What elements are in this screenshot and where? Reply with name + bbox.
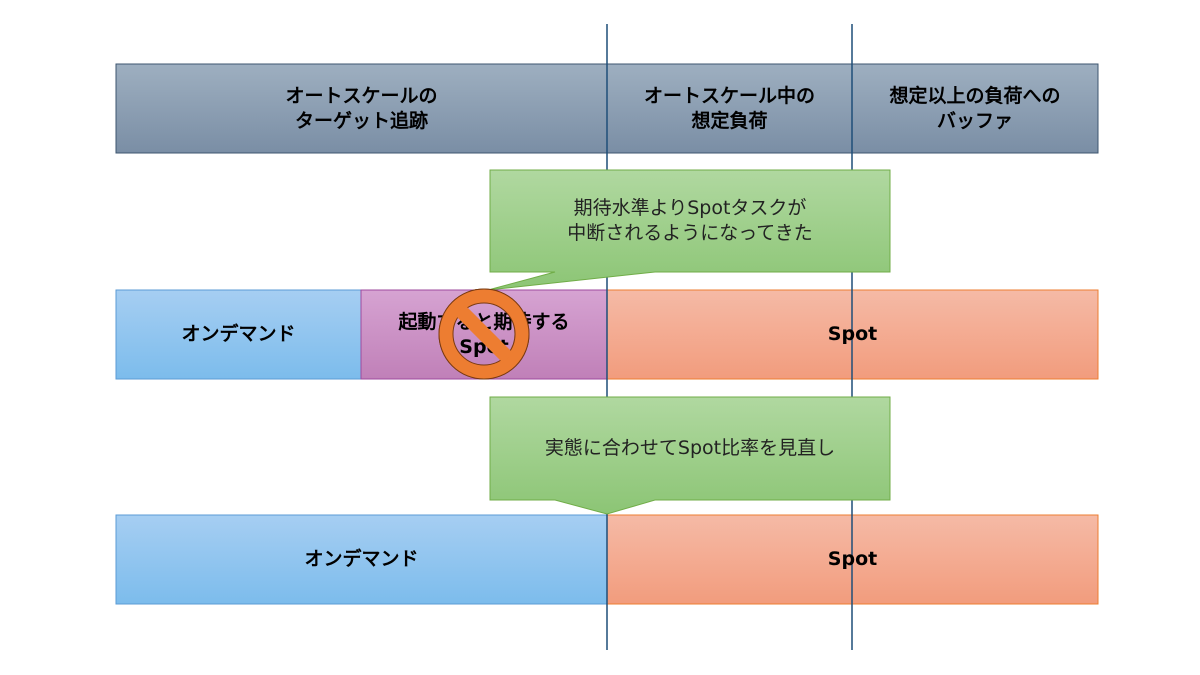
header-segment-1: [115, 63, 608, 154]
row1-on-demand: [115, 289, 362, 380]
callout-1-text: 期待水準よりSpotタスクが 中断されるようになってきた: [567, 197, 813, 244]
row1-expected-spot-label: 起動すると期待する Spot: [398, 310, 570, 358]
row1-spot-label: Spot: [827, 323, 878, 346]
row1-on-demand-label: オンデマンド: [181, 323, 296, 346]
row2-on-demand: [115, 514, 608, 605]
header-label-3: 想定以上の負荷への バッファ: [889, 84, 1061, 132]
callout-1-shape: [487, 169, 891, 291]
row2-on-demand-label: オンデマンド: [304, 548, 419, 571]
header-segment-3: [851, 63, 1099, 154]
header-segment-2: [606, 63, 853, 154]
row2-spot-label: Spot: [827, 548, 878, 571]
callout-2-shape: [489, 396, 891, 515]
header-label-1: オートスケールの ターゲット追跡: [285, 84, 438, 132]
callout-2-text: 実態に合わせてSpot比率を見直し: [544, 437, 836, 460]
header-label-2: オートスケール中の 想定負荷: [643, 84, 815, 132]
